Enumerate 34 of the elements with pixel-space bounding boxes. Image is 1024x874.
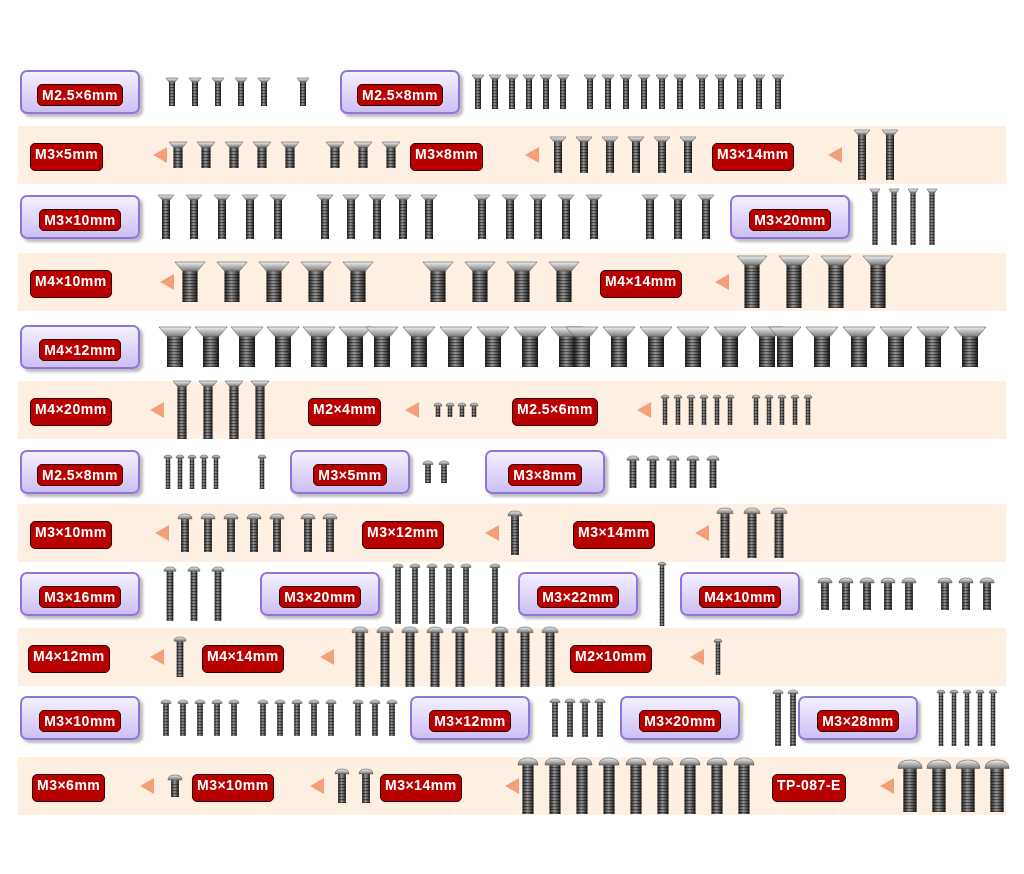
size-label: M4×20mm [30, 398, 112, 426]
size-label: M4×14mm [600, 270, 682, 298]
size-label: M3×8mm [508, 463, 582, 486]
size-label: M3×20mm [279, 585, 361, 608]
size-label: M4×12mm [28, 645, 110, 673]
size-label: TP-087-E [772, 774, 846, 802]
size-label: M3×8mm [410, 143, 484, 171]
size-label: M2×4mm [308, 398, 382, 426]
size-label: M3×10mm [192, 774, 274, 802]
size-label: M3×12mm [429, 709, 511, 732]
size-label: M3×22mm [537, 585, 619, 608]
size-label: M4×10mm [30, 270, 112, 298]
size-label: M3×20mm [639, 709, 721, 732]
size-label: M2.5×8mm [37, 463, 123, 486]
size-label: M3×20mm [749, 208, 831, 231]
size-label: M3×16mm [39, 585, 121, 608]
size-label: M3×10mm [39, 709, 121, 732]
size-label: M4×14mm [202, 645, 284, 673]
size-label: M3×10mm [30, 521, 112, 549]
size-label: M3×28mm [817, 709, 899, 732]
size-label: M2.5×6mm [37, 83, 123, 106]
size-label: M3×12mm [362, 521, 444, 549]
size-label: M2.5×8mm [357, 83, 443, 106]
size-label: M3×14mm [380, 774, 462, 802]
size-label: M3×5mm [313, 463, 387, 486]
size-label: M3×6mm [32, 774, 106, 802]
size-label: M3×14mm [573, 521, 655, 549]
size-label: M3×14mm [712, 143, 794, 171]
size-label: M3×10mm [39, 208, 121, 231]
size-label: M2.5×6mm [512, 398, 598, 426]
size-label: M3×5mm [30, 143, 104, 171]
size-label: M4×10mm [699, 585, 781, 608]
size-label: M4×12mm [39, 338, 121, 361]
size-label: M2×10mm [570, 645, 652, 673]
